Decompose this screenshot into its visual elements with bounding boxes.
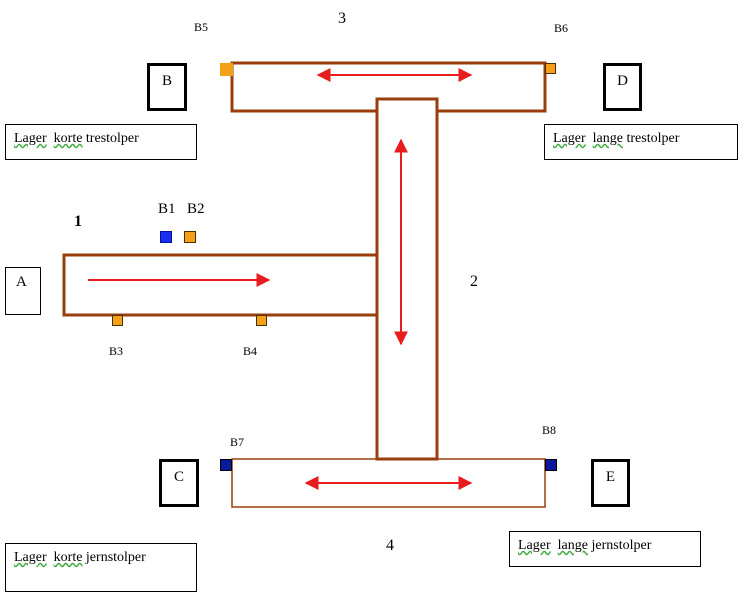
sensor-label-b2: B2 [187,201,205,217]
conveyor-2 [375,97,439,461]
sensor-b2 [184,231,196,243]
sensor-label-b4: B4 [243,344,258,358]
station-d: D [603,63,642,111]
conveyor-4-number: 4 [386,537,394,554]
conveyor-1 [62,253,380,317]
sensor-b1 [160,231,172,243]
storage-short-iron-word3: jernstolper [85,550,146,565]
storage-long-iron: Lager lange jernstolper [509,531,701,567]
storage-short-wood-word3: trestolper [85,131,139,146]
conveyor-2-number: 2 [470,273,478,290]
conveyor-3-number: 3 [338,10,346,27]
sensor-label-b7: B7 [230,435,245,449]
station-a: A [5,267,41,315]
storage-long-wood-word2: lange [592,131,623,146]
sensor-label-b1: B1 [158,201,176,217]
storage-short-wood: Lager korte trestolper [5,124,197,160]
sensor-label-b8: B8 [542,423,557,437]
sensor-b6 [545,63,556,74]
sensor-b3 [112,315,123,326]
sensor-label-b6: B6 [554,21,569,35]
storage-short-iron: Lager korte jernstolper [5,543,197,592]
sensor-b7 [220,459,232,471]
storage-long-iron-word3: jernstolper [591,538,652,553]
station-b: B [147,63,187,111]
station-e: E [591,459,630,507]
storage-short-iron-word1: Lager [14,550,47,565]
sensor-b4 [256,315,267,326]
storage-short-iron-word2: korte [53,550,83,565]
storage-long-iron-word2: lange [557,538,588,553]
storage-long-wood-word3: trestolper [626,131,680,146]
sensor-label-b3: B3 [109,344,124,358]
storage-short-wood-word2: korte [53,131,83,146]
storage-short-wood-word1: Lager [14,131,47,146]
sensor-label-b5: B5 [194,20,209,34]
conveyor-1-number: 1 [74,213,82,230]
station-c: C [159,459,199,507]
storage-long-wood-word1: Lager [553,131,586,146]
sensor-b8 [545,459,557,471]
storage-long-wood: Lager lange trestolper [544,124,738,160]
storage-long-iron-word1: Lager [518,538,551,553]
sensor-b5 [220,63,233,76]
